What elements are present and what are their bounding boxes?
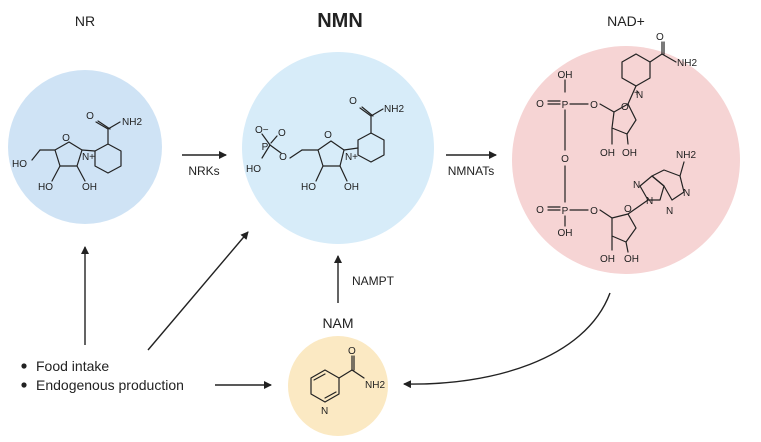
- nad-title: NAD+: [607, 13, 645, 29]
- nad-nicotinamide-ring: [621, 53, 651, 87]
- nmn-circle: [242, 52, 434, 244]
- svg-text:O: O: [536, 205, 544, 216]
- svg-text:O: O: [278, 128, 286, 139]
- svg-text:+: +: [634, 88, 640, 99]
- nr-ribose-ring: [54, 141, 83, 167]
- sources-list: Food intake Endogenous production: [21, 358, 184, 393]
- svg-text:N: N: [683, 188, 690, 199]
- svg-text:HO: HO: [12, 159, 27, 170]
- svg-text:OH: OH: [600, 254, 615, 265]
- nad-ribose-ring-2: [611, 213, 637, 243]
- nampt-label: NAMPT: [352, 274, 395, 288]
- svg-text:O: O: [590, 206, 598, 217]
- svg-text:HO: HO: [246, 164, 261, 175]
- nad-pyrimidine-ring: [651, 169, 685, 201]
- svg-text:N: N: [646, 196, 653, 207]
- svg-text:OH: OH: [622, 148, 637, 159]
- svg-text:O: O: [349, 96, 357, 107]
- svg-text:O: O: [279, 152, 287, 163]
- nmnat-label: NMNATs: [448, 164, 494, 178]
- svg-text:OH: OH: [82, 182, 97, 193]
- svg-text:O: O: [324, 130, 332, 141]
- svg-text:N: N: [666, 206, 673, 217]
- svg-text:OH: OH: [600, 148, 615, 159]
- svg-text:OH: OH: [558, 70, 573, 81]
- nr-circle: [8, 70, 162, 224]
- svg-text:O: O: [62, 133, 70, 144]
- svg-text:NH2: NH2: [365, 380, 385, 391]
- nad-structure: O NH2 + N O O P OH O O P O OH O O OH OH …: [536, 32, 697, 265]
- svg-text:O: O: [624, 204, 632, 215]
- svg-text:O: O: [621, 102, 629, 113]
- svg-text:P: P: [562, 100, 569, 111]
- svg-text:HO: HO: [38, 182, 53, 193]
- nad-circle: [512, 46, 740, 274]
- source-endogenous-production: Endogenous production: [36, 377, 184, 393]
- nr-title: NR: [75, 13, 95, 29]
- nam-pyridine-ring: [310, 369, 340, 403]
- nr-structure: O NH2 O N+ HO HO OH: [12, 111, 142, 193]
- svg-text:N+: N+: [345, 152, 358, 163]
- svg-text:N+: N+: [82, 152, 95, 163]
- svg-text:OH: OH: [624, 254, 639, 265]
- nrk-label: NRKs: [188, 164, 219, 178]
- svg-text:NH2: NH2: [676, 150, 696, 161]
- svg-text:N: N: [636, 90, 643, 101]
- svg-text:OH: OH: [558, 228, 573, 239]
- svg-text:O: O: [348, 346, 356, 357]
- nad-ribose-ring-1: [611, 103, 637, 135]
- svg-text:O: O: [561, 154, 569, 165]
- svg-text:N: N: [321, 406, 328, 417]
- svg-text:HO: HO: [301, 182, 316, 193]
- svg-text:O: O: [86, 111, 94, 122]
- bullet: [21, 382, 27, 388]
- svg-text:NH2: NH2: [677, 58, 697, 69]
- arrow-source-to-nmn: [147, 231, 249, 351]
- svg-text:OH: OH: [344, 182, 359, 193]
- svg-text:P: P: [262, 142, 269, 153]
- nmn-title: NMN: [317, 10, 363, 32]
- svg-text:O: O: [536, 99, 544, 110]
- svg-text:NH2: NH2: [122, 117, 142, 128]
- nam-title: NAM: [322, 315, 353, 331]
- nmn-ribose-ring: [317, 140, 345, 167]
- arrow-nad-to-nam: [403, 292, 611, 389]
- svg-text:NH2: NH2: [384, 104, 404, 115]
- bullet: [21, 363, 27, 369]
- nam-structure: O NH2 N: [310, 346, 385, 417]
- nam-circle: [288, 336, 388, 436]
- nmn-structure: O NH2 O N+ P O O− O HO HO OH: [246, 96, 404, 193]
- svg-text:O−: O−: [255, 125, 269, 136]
- svg-text:N: N: [633, 180, 640, 191]
- svg-text:O: O: [656, 32, 664, 43]
- source-food-intake: Food intake: [36, 358, 109, 374]
- svg-text:P: P: [562, 206, 569, 217]
- svg-text:O: O: [590, 100, 598, 111]
